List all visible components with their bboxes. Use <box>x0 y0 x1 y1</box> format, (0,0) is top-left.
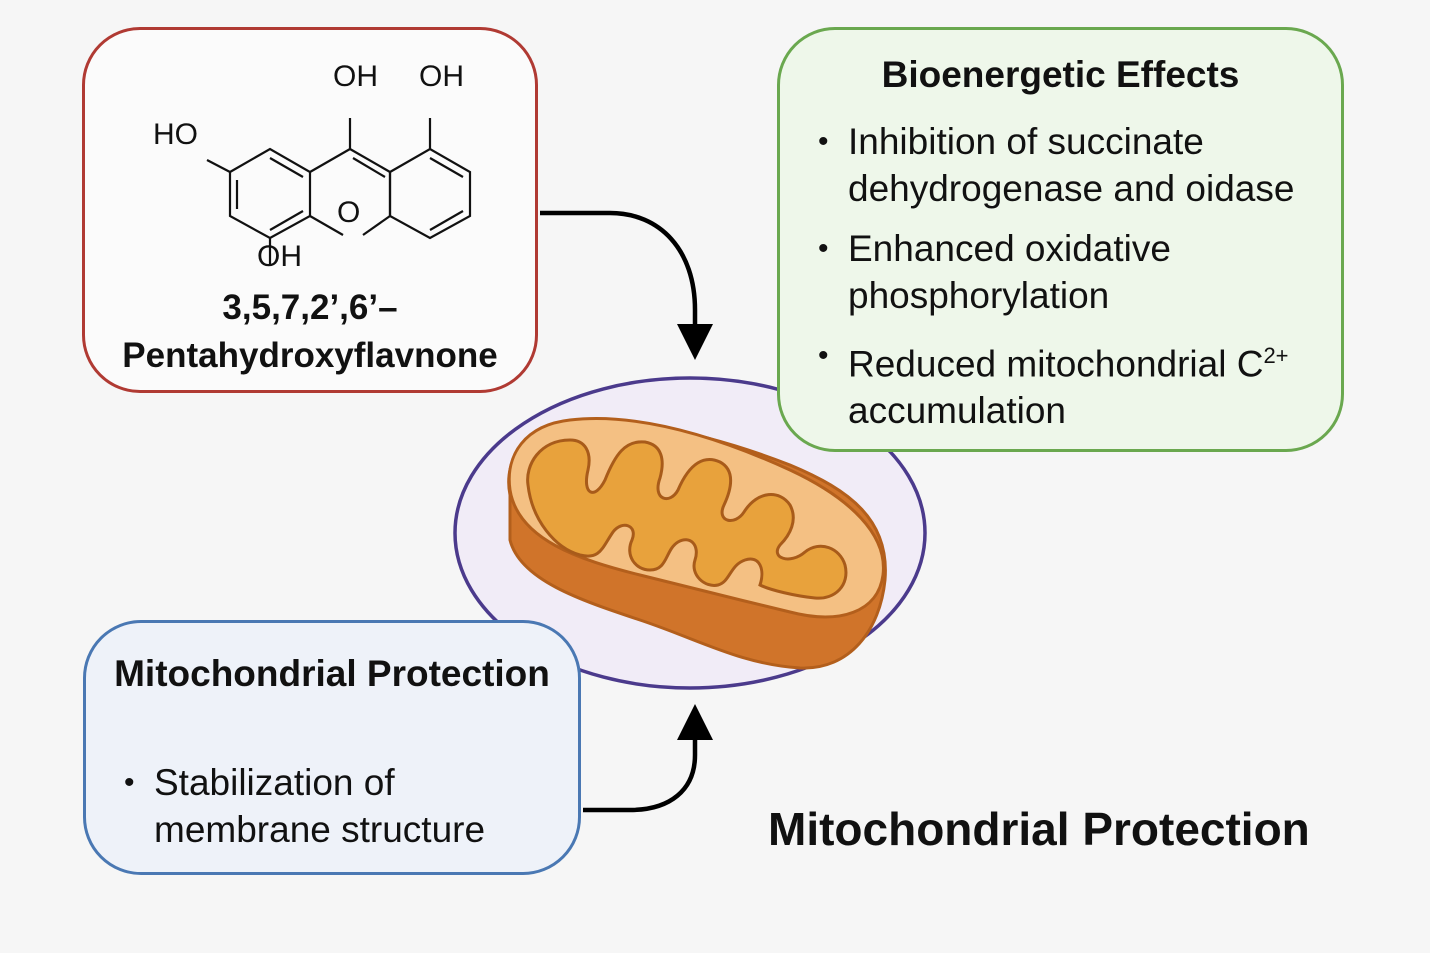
compound-name-line2: Pentahydroxyflavnone <box>122 336 498 375</box>
ring-oxygen-label: O <box>337 196 360 229</box>
compound-box: OH OH HO O OH 3,5,7,2’,6’– Pentahydroxyf… <box>82 27 538 393</box>
mitochondrial-protection-box: Mitochondrial Protection Stabilization o… <box>83 620 581 875</box>
bioenergetic-item: Inhibition of succinate dehydrogenase an… <box>818 118 1328 212</box>
chemical-structure-icon: OH OH HO O OH <box>153 60 472 273</box>
bioenergetic-title: Bioenergetic Effects <box>881 54 1240 95</box>
mitochondrion-icon <box>507 417 887 670</box>
protection-title: Mitochondrial Protection <box>114 653 550 694</box>
compound-name-line1: 3,5,7,2’,6’– <box>222 288 398 327</box>
bioenergetic-list: Inhibition of succinate dehydrogenase an… <box>818 118 1328 447</box>
arrow-compound-to-mito <box>540 210 713 360</box>
superscript-charge: 2+ <box>1263 343 1289 368</box>
ho-label: HO <box>153 118 198 151</box>
footer-title: Mitochondrial Protection <box>768 803 1310 855</box>
arrow-protection-to-mito <box>583 704 713 813</box>
oh-label: OH <box>257 240 302 273</box>
bioenergetic-item: Reduced mitochondrial C2+ accumulation <box>818 332 1328 434</box>
oh-label: OH <box>419 60 464 93</box>
protection-list: Stabilization of membrane structure <box>124 759 574 853</box>
bioenergetic-effects-box: Bioenergetic Effects Inhibition of succi… <box>777 27 1344 452</box>
bioenergetic-item: Enhanced oxidative phosphorylation <box>818 225 1328 319</box>
protection-item: Stabilization of membrane structure <box>124 759 574 853</box>
oh-label: OH <box>333 60 378 93</box>
